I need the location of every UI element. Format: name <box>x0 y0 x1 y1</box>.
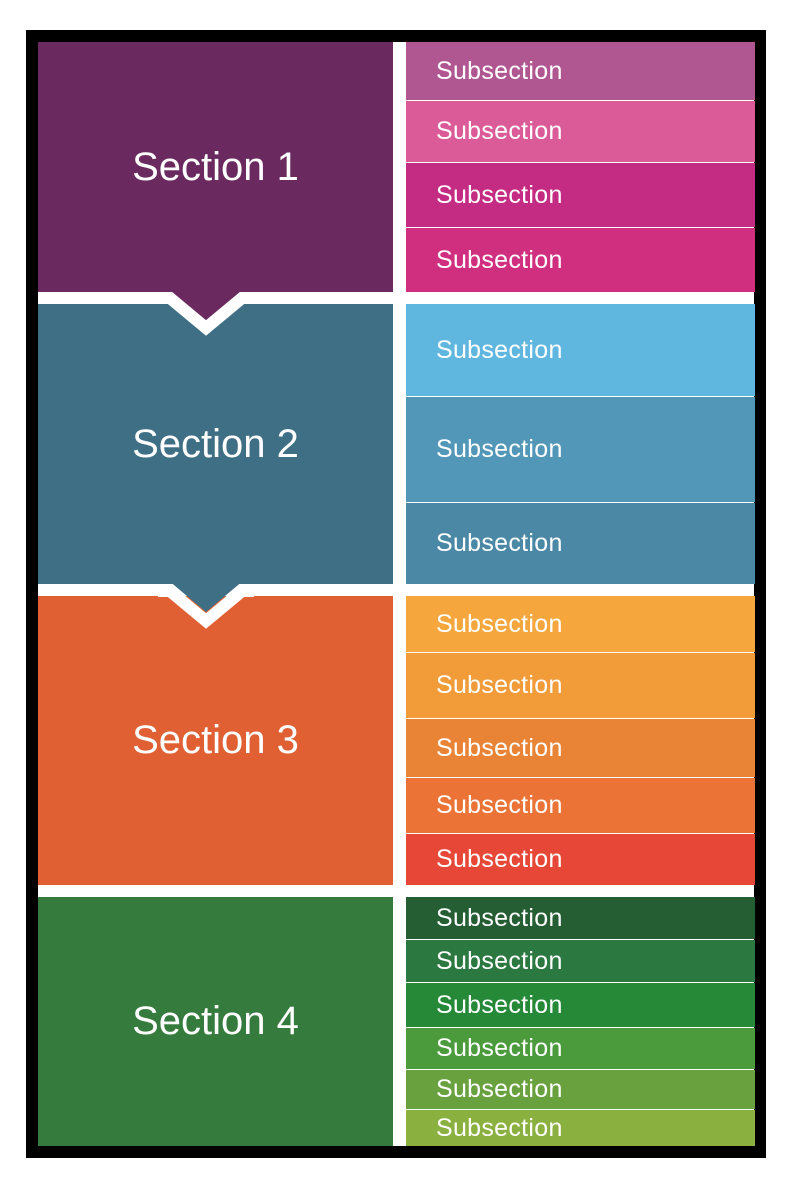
subsection-label: Subsection <box>436 903 563 932</box>
section-1-label: Section 1 <box>132 144 299 189</box>
subsection-label: Subsection <box>436 117 563 145</box>
subsection-3-4: Subsection <box>406 778 755 833</box>
subsection-label: Subsection <box>436 946 563 975</box>
subsection-2-1: Subsection <box>406 304 755 396</box>
subsection-label: Subsection <box>436 990 563 1019</box>
subsection-2-3: Subsection <box>406 503 755 584</box>
subsection-1-4: Subsection <box>406 228 755 292</box>
subsection-3-2: Subsection <box>406 653 755 718</box>
subsection-4-3: Subsection <box>406 983 755 1027</box>
subsection-label: Subsection <box>436 733 563 762</box>
subsection-label: Subsection <box>436 671 563 699</box>
section-4-label: Section 4 <box>132 999 299 1043</box>
subsection-4-1: Subsection <box>406 897 755 939</box>
section-3-block: Section 3 <box>38 596 393 885</box>
subsection-label: Subsection <box>436 1034 563 1062</box>
section-2-block: Section 2 <box>38 304 393 584</box>
subsection-label: Subsection <box>436 529 563 557</box>
subsection-label: Subsection <box>436 56 563 85</box>
section-1-block: Section 1 <box>38 42 393 292</box>
subsection-3-1: Subsection <box>406 596 755 652</box>
subsection-4-6: Subsection <box>406 1110 755 1146</box>
section-2-label: Section 2 <box>132 421 299 466</box>
subsection-4-2: Subsection <box>406 940 755 982</box>
subsection-label: Subsection <box>436 1113 563 1142</box>
subsection-1-2: Subsection <box>406 101 755 162</box>
subsection-label: Subsection <box>436 845 563 873</box>
subsection-1-1: Subsection <box>406 42 755 100</box>
chevron-down-icon <box>158 287 254 336</box>
subsection-label: Subsection <box>436 609 563 638</box>
subsection-3-3: Subsection <box>406 719 755 777</box>
subsection-2-2: Subsection <box>406 397 755 502</box>
subsection-label: Subsection <box>436 335 563 364</box>
subsection-3-5: Subsection <box>406 834 755 885</box>
subsection-label: Subsection <box>436 791 563 819</box>
subsection-label: Subsection <box>436 435 563 463</box>
chevron-down-icon <box>158 580 254 629</box>
subsection-4-4: Subsection <box>406 1028 755 1069</box>
subsection-label: Subsection <box>436 1075 563 1103</box>
subsection-4-5: Subsection <box>406 1070 755 1109</box>
section-4-block: Section 4 <box>38 897 393 1146</box>
subsection-1-3: Subsection <box>406 163 755 227</box>
section-3-label: Section 3 <box>132 718 299 762</box>
subsection-label: Subsection <box>436 180 563 209</box>
subsection-label: Subsection <box>436 245 563 274</box>
